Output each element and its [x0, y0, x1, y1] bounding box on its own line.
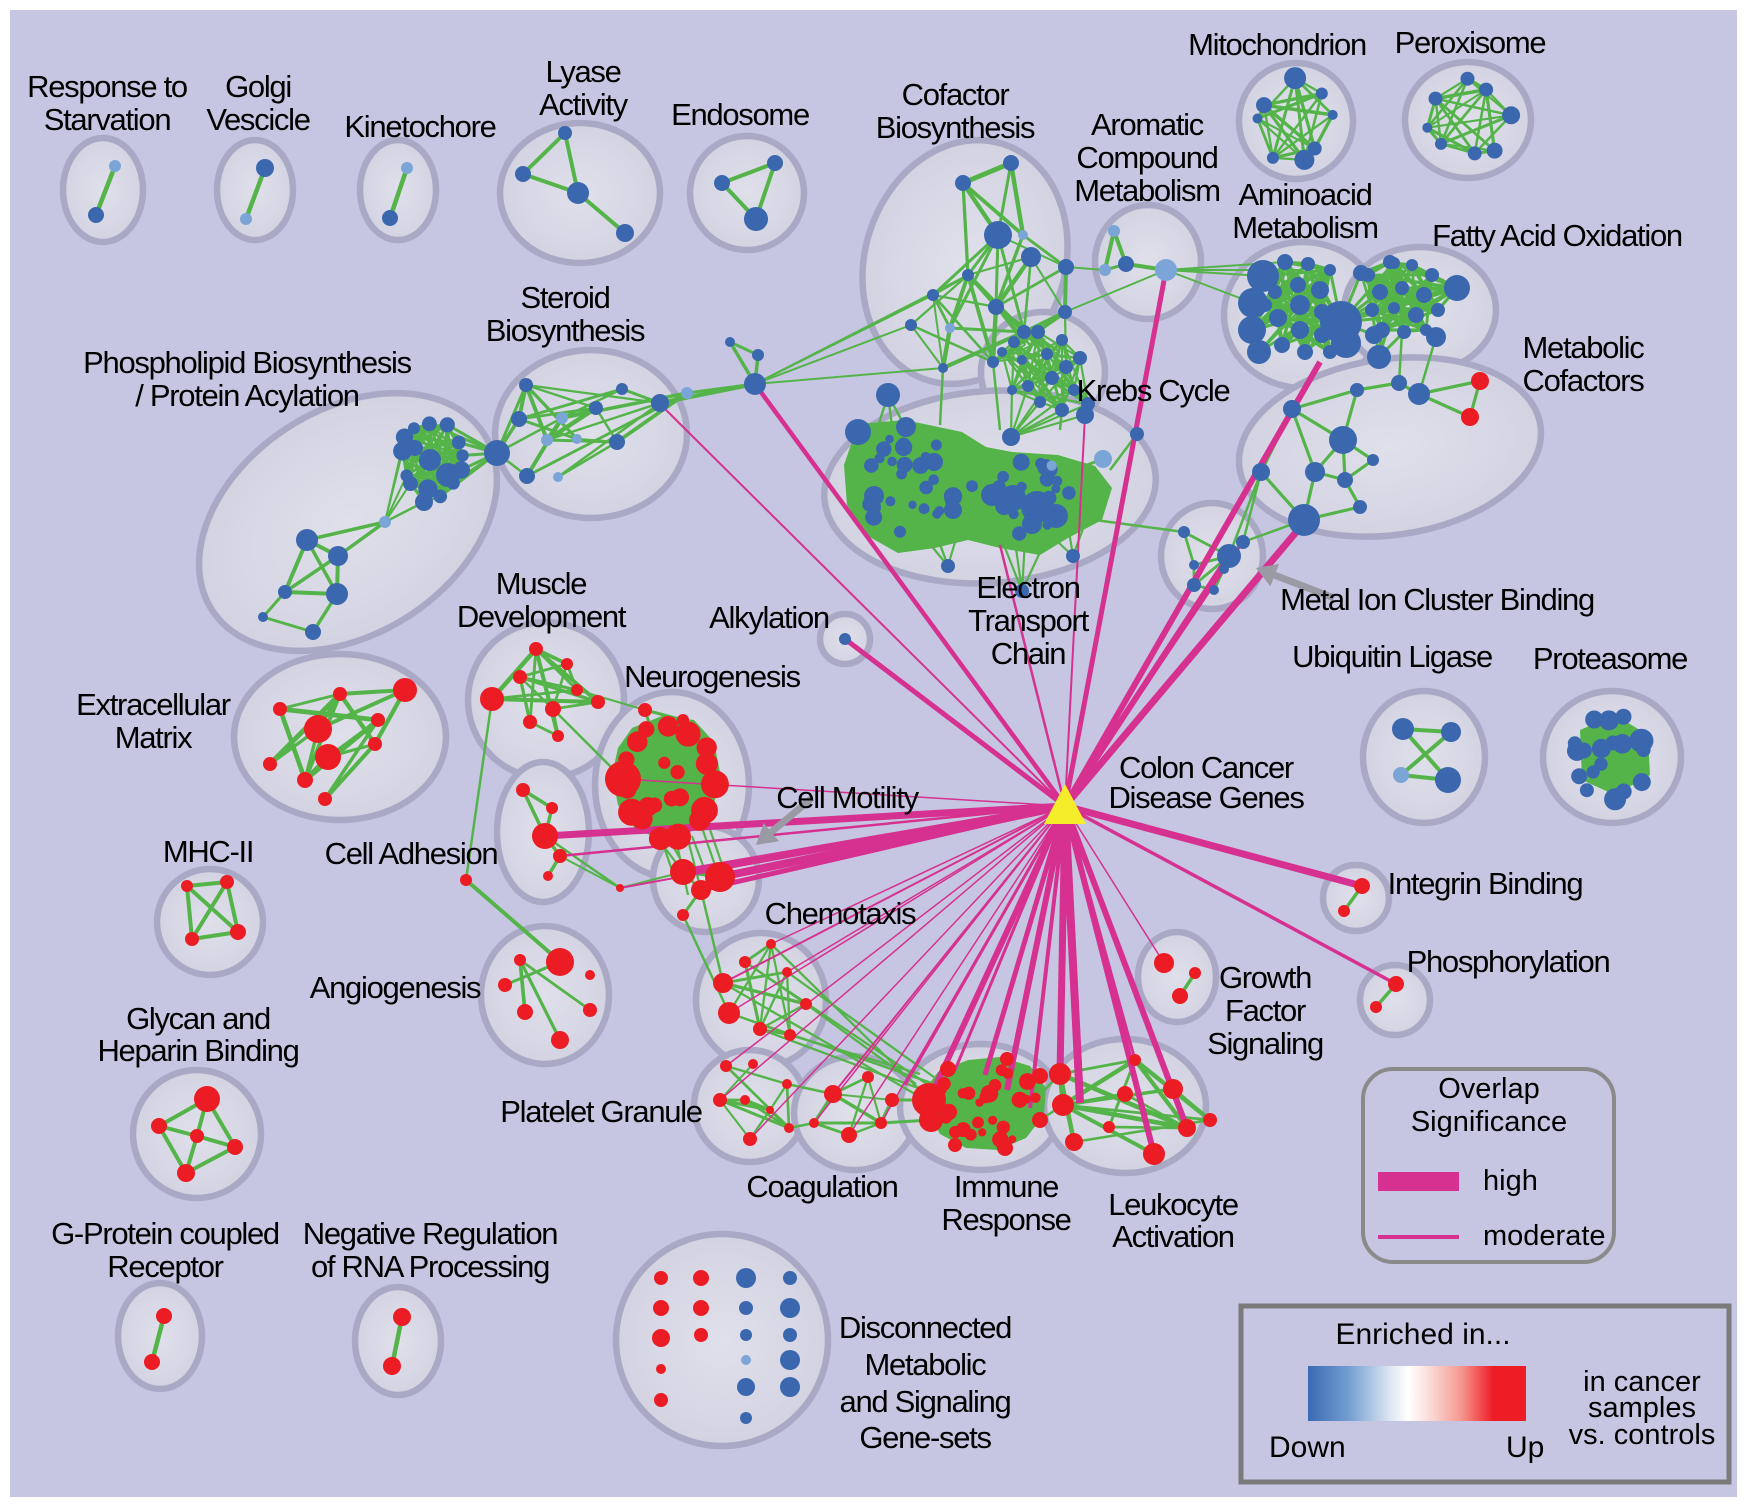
svg-text:Chain: Chain — [991, 636, 1066, 671]
svg-text:of RNA Processing: of RNA Processing — [311, 1249, 549, 1284]
svg-text:Signaling: Signaling — [1207, 1026, 1323, 1061]
svg-text:Phosphorylation: Phosphorylation — [1407, 944, 1610, 979]
svg-text:Peroxisome: Peroxisome — [1395, 25, 1546, 60]
svg-text:Angiogenesis: Angiogenesis — [310, 970, 481, 1005]
svg-text:Endosome: Endosome — [671, 97, 809, 132]
svg-text:Mitochondrion: Mitochondrion — [1188, 27, 1366, 62]
svg-text:Down: Down — [1269, 1431, 1346, 1464]
svg-text:Alkylation: Alkylation — [709, 600, 829, 635]
svg-text:Cofactor: Cofactor — [902, 77, 1010, 112]
svg-text:Phospholipid Biosynthesis: Phospholipid Biosynthesis — [83, 345, 411, 380]
svg-text:Metabolism: Metabolism — [1232, 210, 1378, 245]
svg-text:Aminoacid: Aminoacid — [1238, 177, 1371, 212]
svg-text:Matrix: Matrix — [115, 720, 193, 755]
svg-text:Immune: Immune — [954, 1169, 1058, 1204]
svg-text:Fatty Acid Oxidation: Fatty Acid Oxidation — [1432, 218, 1682, 253]
svg-text:Growth: Growth — [1219, 960, 1311, 995]
svg-text:Cell Motility: Cell Motility — [776, 780, 919, 815]
svg-text:Metabolic: Metabolic — [1523, 330, 1645, 365]
svg-text:G-Protein coupled: G-Protein coupled — [51, 1216, 279, 1251]
svg-text:Metabolism: Metabolism — [1074, 173, 1220, 208]
svg-text:Enriched in...: Enriched in... — [1335, 1318, 1510, 1351]
svg-text:Compound: Compound — [1076, 140, 1217, 175]
svg-text:Platelet Granule: Platelet Granule — [500, 1094, 702, 1129]
svg-text:Disconnected: Disconnected — [839, 1310, 1011, 1345]
svg-text:high: high — [1483, 1165, 1538, 1197]
svg-text:Golgi: Golgi — [225, 69, 291, 104]
svg-text:Muscle: Muscle — [496, 566, 586, 601]
svg-text:moderate: moderate — [1483, 1220, 1606, 1252]
svg-text:vs. controls: vs. controls — [1569, 1419, 1716, 1451]
svg-text:Receptor: Receptor — [107, 1249, 223, 1284]
svg-text:Krebs Cycle: Krebs Cycle — [1077, 373, 1230, 408]
svg-text:Activation: Activation — [1112, 1219, 1233, 1254]
svg-text:Cell Adhesion: Cell Adhesion — [325, 836, 498, 871]
svg-text:Starvation: Starvation — [44, 102, 171, 137]
svg-text:Activity: Activity — [539, 87, 629, 122]
svg-text:Biosynthesis: Biosynthesis — [486, 313, 645, 348]
svg-text:Biosynthesis: Biosynthesis — [876, 110, 1035, 145]
svg-text:Chemotaxis: Chemotaxis — [765, 896, 916, 931]
svg-text:Neurogenesis: Neurogenesis — [624, 659, 800, 694]
svg-text:Negative Regulation: Negative Regulation — [303, 1216, 558, 1251]
svg-text:Ubiquitin Ligase: Ubiquitin Ligase — [1292, 639, 1492, 674]
svg-text:Response to: Response to — [27, 69, 187, 104]
svg-text:Metabolic: Metabolic — [865, 1347, 987, 1382]
svg-text:Proteasome: Proteasome — [1533, 641, 1687, 676]
svg-text:Vescicle: Vescicle — [206, 102, 309, 137]
svg-text:Kinetochore: Kinetochore — [344, 109, 495, 144]
svg-text:Electron: Electron — [976, 570, 1079, 605]
svg-text:in cancer: in cancer — [1583, 1366, 1701, 1398]
svg-text:Coagulation: Coagulation — [746, 1169, 897, 1204]
svg-text:and Signaling: and Signaling — [840, 1384, 1011, 1419]
svg-text:Up: Up — [1506, 1431, 1544, 1464]
svg-text:MHC-II: MHC-II — [163, 834, 253, 869]
svg-text:Aromatic: Aromatic — [1091, 107, 1204, 142]
svg-text:Integrin Binding: Integrin Binding — [1388, 866, 1583, 901]
svg-text:Disease Genes: Disease Genes — [1108, 780, 1304, 815]
svg-text:Development: Development — [457, 599, 627, 634]
svg-text:/ Protein Acylation: / Protein Acylation — [135, 378, 358, 413]
svg-text:Gene-sets: Gene-sets — [859, 1420, 991, 1455]
svg-text:Response: Response — [941, 1202, 1070, 1237]
svg-text:Metal Ion Cluster Binding: Metal Ion Cluster Binding — [1280, 582, 1594, 617]
svg-text:Extracellular: Extracellular — [76, 687, 231, 722]
svg-text:samples: samples — [1588, 1392, 1696, 1424]
svg-text:Lyase: Lyase — [545, 54, 620, 89]
svg-text:Steroid: Steroid — [520, 280, 609, 315]
svg-text:Glycan and: Glycan and — [126, 1001, 270, 1036]
svg-text:Factor: Factor — [1225, 993, 1306, 1028]
svg-text:Colon Cancer: Colon Cancer — [1119, 750, 1294, 785]
svg-text:Heparin Binding: Heparin Binding — [97, 1033, 298, 1068]
svg-text:Significance: Significance — [1411, 1106, 1567, 1138]
svg-text:Cofactors: Cofactors — [1523, 363, 1645, 398]
svg-text:Transport: Transport — [968, 603, 1089, 638]
svg-text:Leukocyte: Leukocyte — [1108, 1187, 1238, 1222]
svg-text:Overlap: Overlap — [1438, 1073, 1540, 1105]
